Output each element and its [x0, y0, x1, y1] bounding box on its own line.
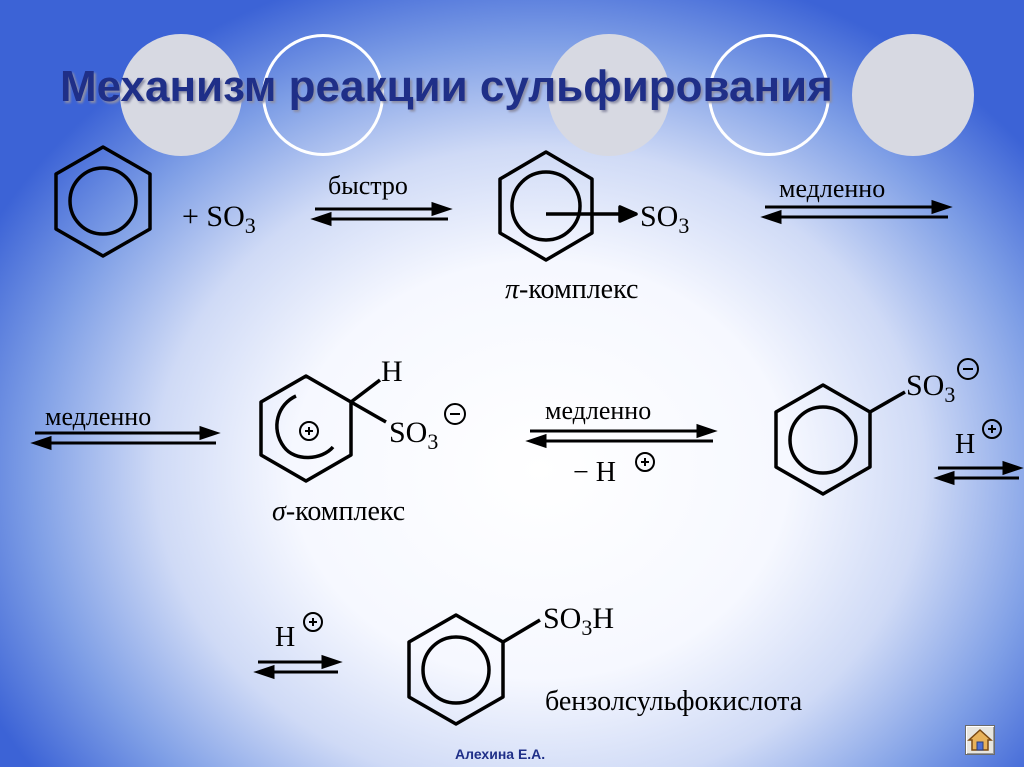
so3h-label: SO3H [543, 602, 614, 640]
decor-ring [708, 34, 830, 156]
decor-circle [852, 34, 974, 156]
home-button[interactable] [965, 725, 995, 755]
decor-circle [548, 34, 670, 156]
sigma-so3-label: SO3 [389, 416, 438, 454]
pi-complex-label: π-комплекс [505, 274, 638, 305]
h-plus-label: H [955, 429, 975, 460]
home-icon [967, 728, 993, 751]
slow-label: медленно [779, 174, 885, 203]
equilibrium-arrows [30, 199, 1024, 680]
pi-so3-label: SO3 [640, 200, 689, 238]
decor-ring [262, 34, 384, 156]
fast-label: быстро [328, 171, 408, 200]
pi-complex-ring [498, 150, 638, 262]
slow-label: медленно [545, 396, 651, 425]
anion-so3-label: SO3 [906, 369, 955, 407]
product-name: бензолсульфокислота [545, 686, 803, 717]
h-plus-label: H [275, 622, 295, 653]
plus-so3-label: + SO3 [182, 200, 256, 238]
h-label: H [381, 355, 403, 388]
author-footer: Алехина Е.А. [455, 746, 546, 762]
benzene-ring [54, 145, 152, 258]
decor-circle [120, 34, 242, 156]
sigma-complex-label: σ-комплекс [272, 496, 405, 527]
product-ring [407, 613, 541, 726]
minus-h-label: − H [573, 457, 616, 488]
slide-title: Механизм реакции сульфирования [60, 62, 833, 111]
sulfonate-anion-ring [774, 358, 1002, 496]
sigma-complex-ring [259, 374, 466, 483]
slow-label: медленно [45, 402, 151, 431]
